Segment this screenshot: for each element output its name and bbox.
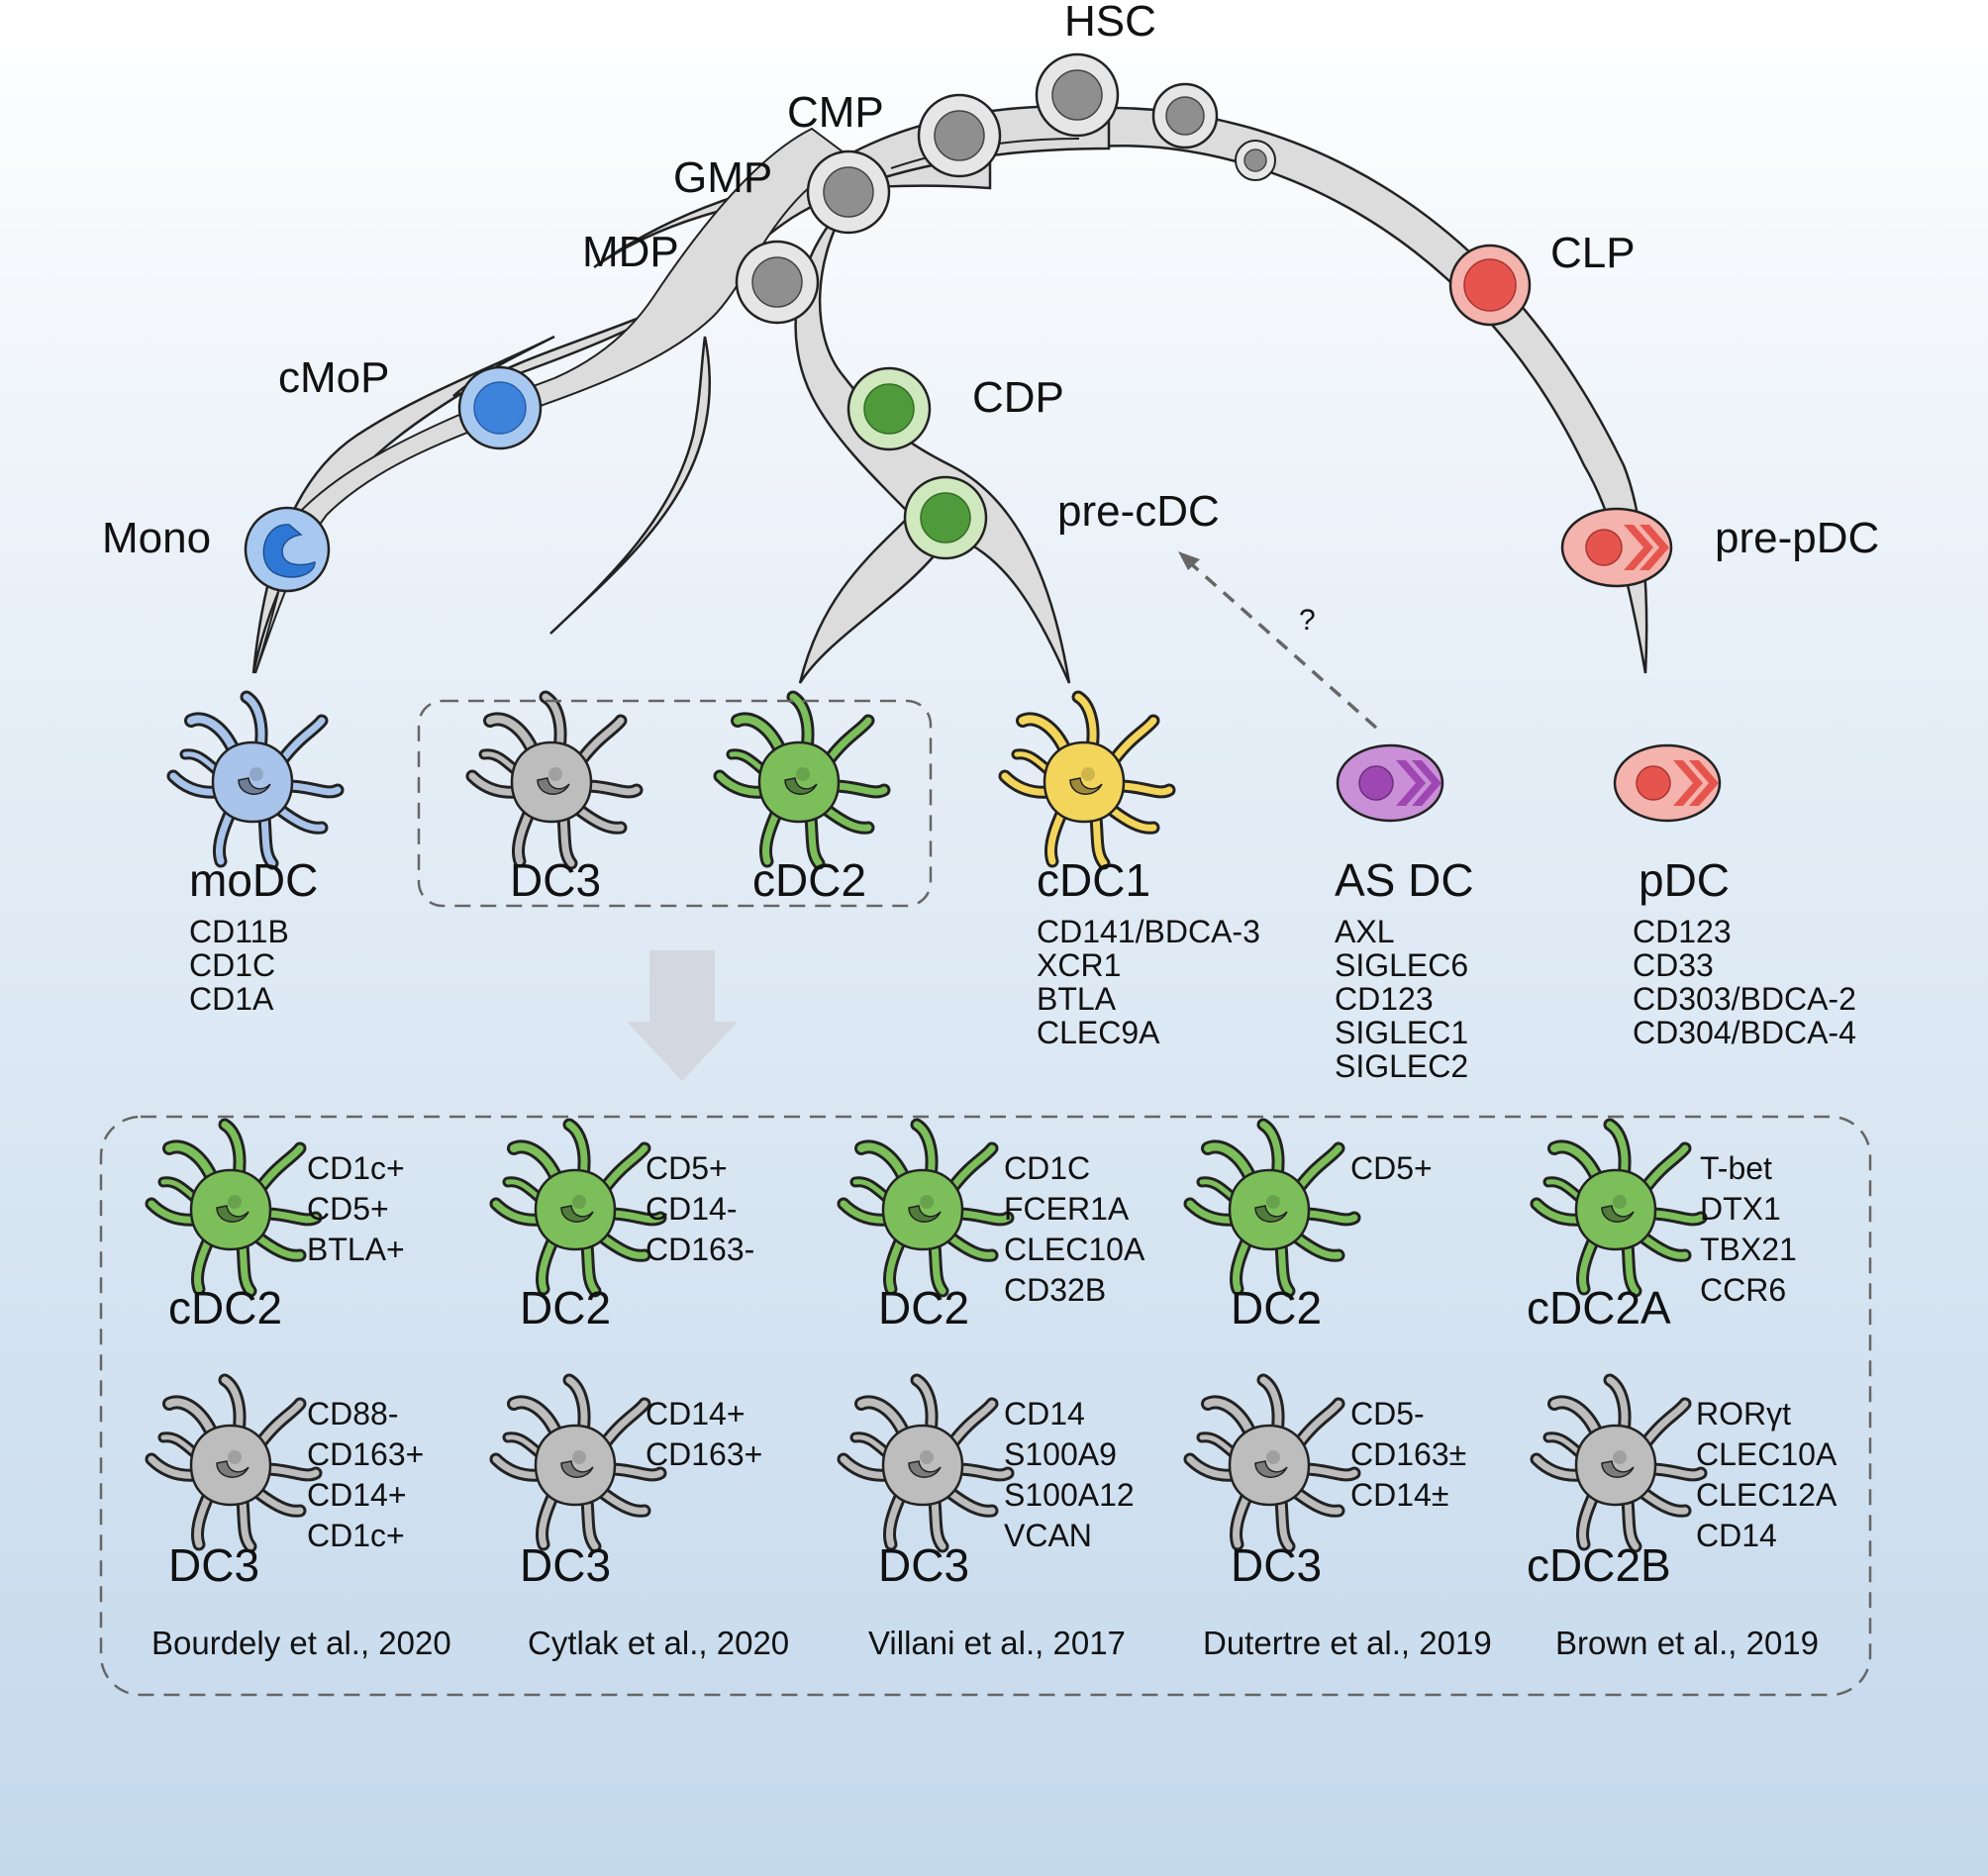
mdp-cell (735, 240, 820, 325)
lineage-tree (251, 105, 1648, 684)
dc3-cdc2-group-box (417, 699, 933, 908)
mono-label: Mono (102, 514, 212, 562)
intermediate-progenitor-cell (1151, 82, 1219, 149)
down-arrow (627, 950, 738, 1081)
study4-dc2-name: DC2 (1231, 1282, 1323, 1333)
asdc-to-precdc-arrow (1178, 551, 1378, 730)
cdc1-label: cDC1 (1037, 854, 1151, 906)
study1-dc3-name: DC3 (168, 1539, 260, 1591)
study4-dc3-cell-icon (1190, 1380, 1354, 1546)
modc-markers: CD11B CD1C CD1A (189, 914, 289, 1017)
study1-dc2-cell-icon (151, 1125, 316, 1291)
pdc-markers: CD123 CD33 CD303/BDCA-2 CD304/BDCA-4 (1633, 914, 1856, 1050)
study5-citation: Brown et al., 2019 (1555, 1625, 1819, 1661)
study5-dc3-markers: RORγt CLEC10A CLEC12A CD14 (1696, 1396, 1838, 1553)
asdc-label: AS DC (1335, 854, 1474, 906)
hsc-cell (1035, 52, 1120, 138)
study4-dc3-markers: CD5- CD163± CD14± (1350, 1396, 1467, 1513)
study1-dc3-cell-icon (151, 1380, 316, 1546)
study5-dc2-markers: T-bet DTX1 TBX21 CCR6 (1700, 1150, 1797, 1308)
question-mark: ? (1299, 604, 1316, 637)
pre-pdc-label: pre-pDC (1715, 514, 1880, 562)
clp-label: CLP (1550, 229, 1636, 277)
study2-dc3-markers: CD14+ CD163+ (646, 1396, 763, 1472)
study3-dc3-name: DC3 (878, 1539, 970, 1591)
study2-dc2-cell-icon (496, 1125, 660, 1291)
modc-cell-icon (173, 697, 338, 863)
dc3-label: DC3 (510, 854, 602, 906)
modc-label: moDC (189, 854, 319, 906)
study3-citation: Villani et al., 2017 (868, 1625, 1126, 1661)
cdc1-cell-icon (1005, 697, 1169, 863)
mdp-label: MDP (582, 228, 679, 276)
hsc-label: HSC (1064, 0, 1156, 46)
gmp-cell (806, 149, 891, 235)
study3-dc3-cell-icon (844, 1380, 1008, 1546)
cdc2-cell-icon (720, 697, 884, 863)
study3-dc3-markers: CD14 S100A9 S100A12 VCAN (1004, 1396, 1135, 1553)
pre-cdc-cell (903, 475, 988, 560)
study1-dc3-markers: CD88- CD163+ CD14+ CD1c+ (307, 1396, 425, 1553)
clp-cell (1448, 244, 1532, 327)
study5-dc2-name: cDC2A (1527, 1282, 1671, 1333)
mono-cell (244, 506, 331, 593)
study1-dc2-markers: CD1c+ CD5+ BTLA+ (307, 1150, 405, 1267)
study2-dc2-name: DC2 (520, 1282, 612, 1333)
asdc-cell-icon (1336, 743, 1444, 823)
gmp-label: GMP (673, 153, 773, 202)
study2-dc3-name: DC3 (520, 1539, 612, 1591)
study1-citation: Bourdely et al., 2020 (151, 1625, 451, 1661)
study2-citation: Cytlak et al., 2020 (528, 1625, 790, 1661)
study2-dc3-cell-icon (496, 1380, 660, 1546)
pre-cdc-label: pre-cDC (1057, 487, 1220, 536)
pre-pdc-cell (1560, 507, 1673, 588)
study4-dc2-markers: CD5+ (1350, 1150, 1433, 1186)
cdp-cell (846, 366, 932, 451)
cdc1-markers: CD141/BDCA-3 XCR1 BTLA CLEC9A (1037, 914, 1260, 1050)
cmp-cell (917, 93, 1002, 178)
study3-dc2-cell-icon (844, 1125, 1008, 1291)
study3-dc2-markers: CD1C FCER1A CLEC10A CD32B (1004, 1150, 1145, 1308)
study5-dc2-cell-icon (1537, 1125, 1701, 1291)
cmop-cell (457, 365, 543, 450)
progenitor-cells (244, 52, 1673, 593)
pdc-label: pDC (1639, 854, 1731, 906)
study1-dc2-name: cDC2 (168, 1282, 283, 1333)
study5-dc3-cell-icon (1537, 1380, 1701, 1546)
study4-dc2-cell-icon (1190, 1125, 1354, 1291)
asdc-markers: AXL SIGLEC6 CD123 SIGLEC1 SIGLEC2 (1335, 914, 1469, 1084)
dc3-cell-icon (472, 697, 637, 863)
study4-dc3-name: DC3 (1231, 1539, 1323, 1591)
study4-citation: Dutertre et al., 2019 (1203, 1625, 1492, 1661)
cmop-label: cMoP (278, 353, 390, 402)
cdp-label: CDP (972, 373, 1064, 422)
cdc2-label: cDC2 (752, 854, 867, 906)
pdc-cell-icon (1613, 743, 1722, 823)
mature-cells (173, 697, 1722, 863)
study2-dc2-markers: CD5+ CD14- CD163- (646, 1150, 755, 1267)
study3-dc2-name: DC2 (878, 1282, 970, 1333)
cmp-label: CMP (787, 88, 884, 137)
small-progenitor-cell (1235, 140, 1276, 181)
study5-dc3-name: cDC2B (1527, 1539, 1671, 1591)
